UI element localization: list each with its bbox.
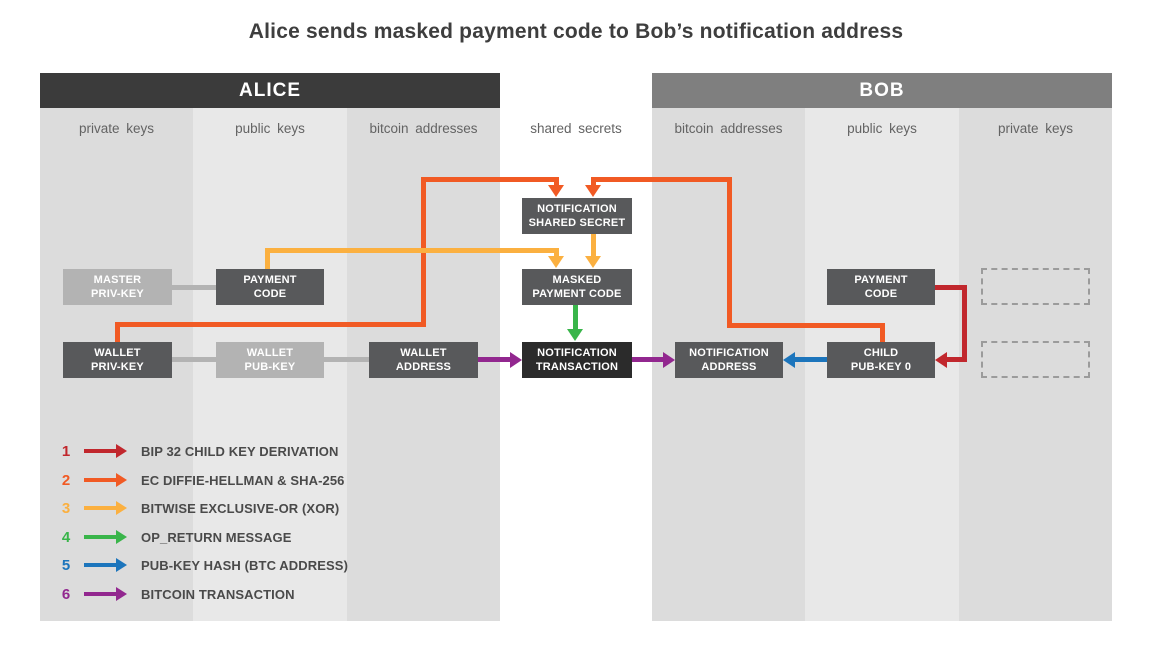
btc-transaction-line — [632, 357, 664, 362]
xor-paymentcode-arrowhead — [548, 256, 564, 268]
alice-panel-header: ALICE — [40, 73, 500, 108]
bip32-line — [934, 285, 967, 290]
connector-wallet-priv-to-pub — [172, 357, 216, 362]
legend-arrow-icon — [84, 501, 127, 515]
legend-label: BITCOIN TRANSACTION — [141, 586, 295, 602]
xor-paymentcode-line — [265, 248, 559, 253]
bob-panel-header: BOB — [652, 73, 1112, 108]
box-wallet-address: WALLET ADDRESS — [369, 342, 478, 378]
bip32-line — [946, 357, 967, 362]
legend-number: 6 — [61, 585, 71, 603]
legend-item-xor: 3 BITWISE EXCLUSIVE-OR (XOR) — [56, 498, 339, 518]
btc-transaction-arrowhead — [663, 352, 675, 368]
legend-item-bip32: 1 BIP 32 CHILD KEY DERIVATION — [56, 441, 339, 461]
legend-arrow-icon — [84, 587, 127, 601]
alice-panel-title: ALICE — [239, 79, 301, 101]
connector-master-to-payment-code — [172, 285, 216, 290]
legend-arrow-icon — [84, 558, 127, 572]
box-bob-private-key-placeholder-2 — [981, 341, 1090, 378]
legend-arrow-icon — [84, 530, 127, 544]
xor-paymentcode-line — [265, 250, 270, 269]
connector-wallet-pub-to-address — [324, 357, 369, 362]
column-label-bob-bitcoin-addresses: bitcoin addresses — [674, 120, 783, 136]
legend-number: 2 — [61, 471, 71, 489]
legend-label: PUB-KEY HASH (BTC ADDRESS) — [141, 557, 349, 573]
ecdh-alice-line — [115, 322, 426, 327]
box-wallet-pub-key: WALLET PUB-KEY — [216, 342, 324, 378]
xor-sharedsecret-arrowhead — [585, 256, 601, 268]
column-label-bob-public-keys: public keys — [847, 120, 917, 136]
opreturn-arrowhead — [567, 329, 583, 341]
box-notification-shared-secret: NOTIFICATION SHARED SECRET — [522, 198, 632, 234]
legend-item-opreturn: 4 OP_RETURN MESSAGE — [56, 527, 292, 547]
ecdh-bob-arrowhead — [585, 185, 601, 197]
ecdh-alice-line — [115, 324, 120, 342]
legend-number: 3 — [61, 499, 71, 517]
btc-transaction-line — [478, 357, 511, 362]
legend-arrow-icon — [84, 473, 127, 487]
box-payment-code-alice: PAYMENT CODE — [216, 269, 324, 305]
ecdh-alice-line — [554, 177, 559, 186]
box-payment-code-bob: PAYMENT CODE — [827, 269, 935, 305]
ecdh-bob-line — [880, 325, 885, 342]
box-bob-private-key-placeholder-1 — [981, 268, 1090, 305]
legend-number: 4 — [61, 528, 71, 546]
legend-number: 1 — [61, 442, 71, 460]
bip32-line — [962, 285, 967, 362]
column-label-alice-public-keys: public keys — [235, 120, 305, 136]
legend-item-pubkey-hash: 5 PUB-KEY HASH (BTC ADDRESS) — [56, 555, 348, 575]
ecdh-bob-line — [591, 177, 596, 186]
box-child-pub-key-0: CHILD PUB-KEY 0 — [827, 342, 935, 378]
ecdh-bob-line — [727, 177, 732, 328]
btc-transaction-arrowhead — [510, 352, 522, 368]
column-label-alice-private-keys: private keys — [78, 120, 155, 136]
pubkey-hash-line — [795, 357, 827, 362]
bob-panel-title: BOB — [859, 79, 905, 101]
xor-paymentcode-line — [554, 248, 559, 257]
box-wallet-priv-key: WALLET PRIV-KEY — [63, 342, 172, 378]
page-title: Alice sends masked payment code to Bob’s… — [248, 20, 904, 43]
opreturn-line — [573, 305, 578, 330]
column-label-bob-private-keys: private keys — [997, 120, 1074, 136]
column-label-alice-bitcoin-addresses: bitcoin addresses — [369, 120, 478, 136]
box-masked-payment-code: MASKED PAYMENT CODE — [522, 269, 632, 305]
ecdh-alice-arrowhead — [548, 185, 564, 197]
bob-private-keys-column — [959, 108, 1112, 621]
legend-arrow-icon — [84, 444, 127, 458]
ecdh-bob-line — [729, 323, 885, 328]
legend-label: EC DIFFIE-HELLMAN & SHA-256 — [141, 472, 345, 488]
xor-sharedsecret-line — [591, 234, 596, 257]
box-notification-transaction: NOTIFICATION TRANSACTION — [522, 342, 632, 378]
box-notification-address: NOTIFICATION ADDRESS — [675, 342, 783, 378]
box-master-priv-key: MASTER PRIV-KEY — [63, 269, 172, 305]
legend-label: BITWISE EXCLUSIVE-OR (XOR) — [141, 500, 340, 516]
pubkey-hash-arrowhead — [783, 352, 795, 368]
legend-number: 5 — [61, 556, 71, 574]
column-label-shared-secrets: shared secrets — [530, 120, 622, 136]
legend-label: BIP 32 CHILD KEY DERIVATION — [141, 443, 339, 459]
legend-label: OP_RETURN MESSAGE — [141, 529, 292, 545]
legend-item-btc-transaction: 6 BITCOIN TRANSACTION — [56, 584, 295, 604]
legend-item-ecdh: 2 EC DIFFIE-HELLMAN & SHA-256 — [56, 470, 345, 490]
ecdh-alice-line — [421, 177, 559, 182]
ecdh-bob-line — [591, 177, 732, 182]
bip32-arrowhead — [935, 352, 947, 368]
